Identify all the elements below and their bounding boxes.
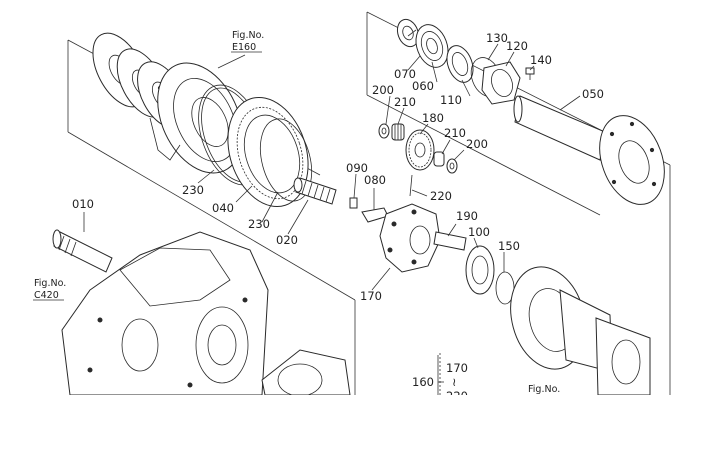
part-label-230-left[interactable]: 230	[182, 183, 204, 197]
part-label-100[interactable]: 100	[468, 225, 490, 239]
fig-ref-e160-line1: Fig.No.	[232, 30, 264, 41]
part-label-180[interactable]: 180	[422, 111, 444, 125]
seal-110	[446, 45, 474, 83]
part-labels: 010 020 040 050 060 070 080 090 100 110 …	[72, 31, 604, 303]
part-label-120[interactable]: 120	[506, 39, 528, 53]
seal-070	[396, 18, 420, 48]
part-label-220[interactable]: 220	[430, 189, 452, 203]
axle-050	[513, 95, 665, 205]
pin-220	[409, 174, 413, 197]
bearing-060	[415, 24, 449, 68]
part-label-010[interactable]: 010	[72, 197, 94, 211]
fig-ref-c420-line1: Fig.No.	[34, 278, 66, 289]
part-label-090[interactable]: 090	[346, 161, 368, 175]
part-label-110[interactable]: 110	[440, 93, 462, 107]
part-label-170[interactable]: 170	[360, 289, 382, 303]
brake-housing	[149, 62, 243, 174]
planet-carrier-170	[379, 203, 441, 273]
part-label-200-lower[interactable]: 200	[466, 137, 488, 151]
shaft-020	[293, 177, 337, 205]
part-label-080[interactable]: 080	[364, 173, 386, 187]
fig-ref-c420[interactable]: Fig.No. C420	[33, 278, 66, 301]
part-label-040[interactable]: 040	[212, 201, 234, 215]
part-label-190[interactable]: 190	[456, 209, 478, 223]
bearing-210-lower	[433, 151, 445, 167]
fig-ref-bottom-right-line1: Fig.No.	[528, 384, 560, 395]
axle-case	[510, 266, 651, 396]
part-label-140[interactable]: 140	[530, 53, 552, 67]
washer-200-upper	[378, 123, 390, 139]
fig-ref-bottom-right[interactable]: Fig.No.	[528, 384, 560, 395]
transmission-case	[61, 231, 351, 397]
range-callout-tilde: ≀	[452, 375, 456, 389]
range-callout-from[interactable]: 160	[412, 375, 434, 389]
shaft-190	[433, 231, 467, 251]
part-label-230-right[interactable]: 230	[248, 217, 270, 231]
part-label-060[interactable]: 060	[412, 79, 434, 93]
range-callout-start[interactable]: 170	[446, 361, 468, 375]
part-label-200-upper[interactable]: 200	[372, 83, 394, 97]
part-label-210-lower[interactable]: 210	[444, 126, 466, 140]
fig-ref-e160[interactable]: Fig.No. E160	[231, 30, 264, 53]
bolt-140	[525, 67, 535, 80]
part-label-070[interactable]: 070	[394, 67, 416, 81]
fig-ref-e160-line2: E160	[232, 42, 256, 53]
bearing-210-upper	[391, 123, 405, 141]
part-label-150[interactable]: 150	[498, 239, 520, 253]
retainer-120	[481, 61, 521, 105]
part-label-210-upper[interactable]: 210	[394, 95, 416, 109]
ring-gear-040	[227, 96, 309, 208]
input-shaft-010	[52, 229, 113, 273]
part-label-020[interactable]: 020	[276, 233, 298, 247]
washer-200-lower	[446, 158, 458, 174]
planet-gear-180	[405, 129, 435, 171]
bolt-090	[349, 197, 358, 209]
leader-lines	[83, 29, 581, 395]
part-label-050[interactable]: 050	[582, 87, 604, 101]
bottom-crop-mask	[0, 395, 707, 458]
part-label-130[interactable]: 130	[486, 31, 508, 45]
bearing-100	[465, 245, 495, 295]
snap-ring-230	[259, 118, 313, 202]
fig-ref-c420-line2: C420	[34, 290, 59, 301]
